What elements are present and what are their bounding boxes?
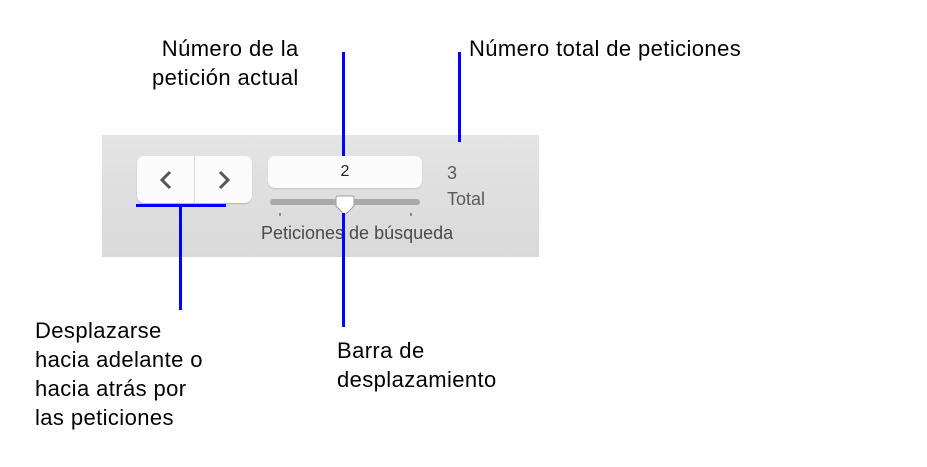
callout-line-current xyxy=(342,52,345,156)
request-slider-thumb[interactable] xyxy=(334,195,356,217)
callout-line-slider xyxy=(342,213,345,327)
annotation-current-line2: petición actual xyxy=(152,65,299,90)
annotation-slider-line2: desplazamiento xyxy=(337,367,497,392)
callout-line-nav xyxy=(179,204,182,310)
annotation-nav-line3: hacia atrás por xyxy=(35,376,187,401)
chevron-right-icon xyxy=(218,170,230,189)
slider-tick-start xyxy=(279,213,281,216)
annotation-slider-line1: Barra de xyxy=(337,338,425,363)
annotation-current-line1: Número de la xyxy=(161,36,299,61)
annotation-nav-line4: las peticiones xyxy=(35,405,174,430)
navigation-segmented-control xyxy=(137,156,252,203)
annotation-nav-line2: hacia adelante o xyxy=(35,347,203,372)
annotation-current-request: Número de la petición actual xyxy=(152,34,299,92)
current-request-field[interactable] xyxy=(268,156,422,188)
total-count: 3 xyxy=(447,163,458,183)
previous-request-button[interactable] xyxy=(137,156,194,203)
slider-tick-end xyxy=(410,213,412,216)
annotation-navigation: Desplazarse hacia adelante o hacia atrás… xyxy=(35,316,203,432)
slider-label: Peticiones de búsqueda xyxy=(261,223,454,243)
chevron-left-icon xyxy=(159,170,171,189)
annotation-slider: Barra de desplazamiento xyxy=(337,336,497,394)
next-request-button[interactable] xyxy=(194,156,252,203)
callout-line-total xyxy=(458,52,461,142)
annotation-nav-line1: Desplazarse xyxy=(35,318,162,343)
total-requests: 3 Total xyxy=(447,160,485,212)
annotation-total-requests: Número total de peticiones xyxy=(469,36,742,61)
total-label: Total xyxy=(447,189,486,209)
